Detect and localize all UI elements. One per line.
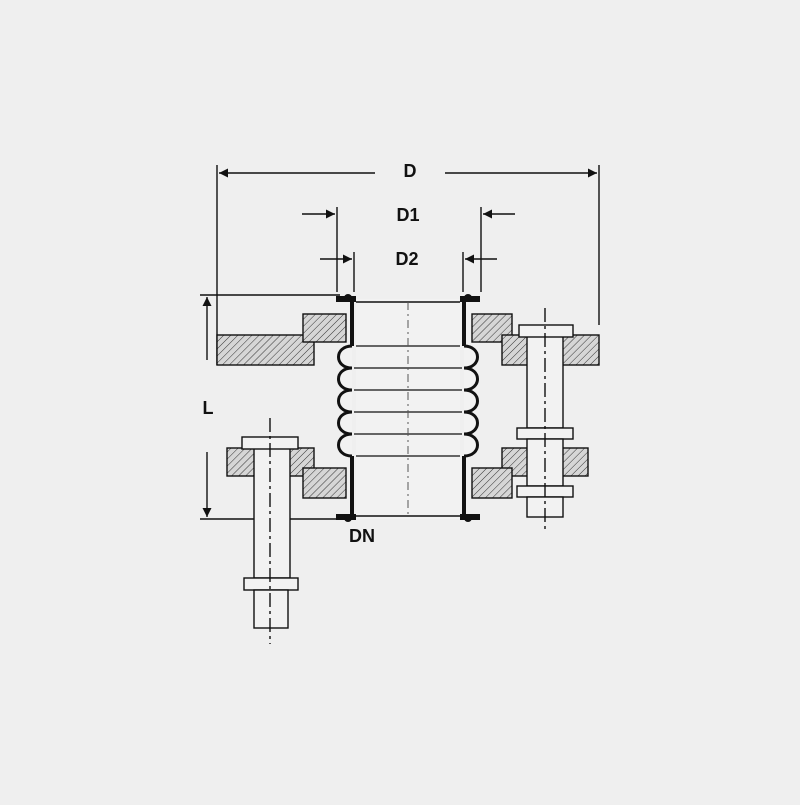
bellows <box>336 294 480 522</box>
dimension-d <box>216 165 600 365</box>
label-d1: D1 <box>396 205 419 225</box>
label-dn: DN <box>349 526 375 546</box>
dimension-d2 <box>320 252 497 292</box>
label-d: D <box>404 161 417 181</box>
right-bolt <box>516 308 574 532</box>
label-l: L <box>203 398 214 418</box>
left-upper-flange <box>216 313 347 366</box>
left-bolt <box>241 418 299 644</box>
label-d2: D2 <box>395 249 418 269</box>
dimension-d1 <box>302 207 515 292</box>
